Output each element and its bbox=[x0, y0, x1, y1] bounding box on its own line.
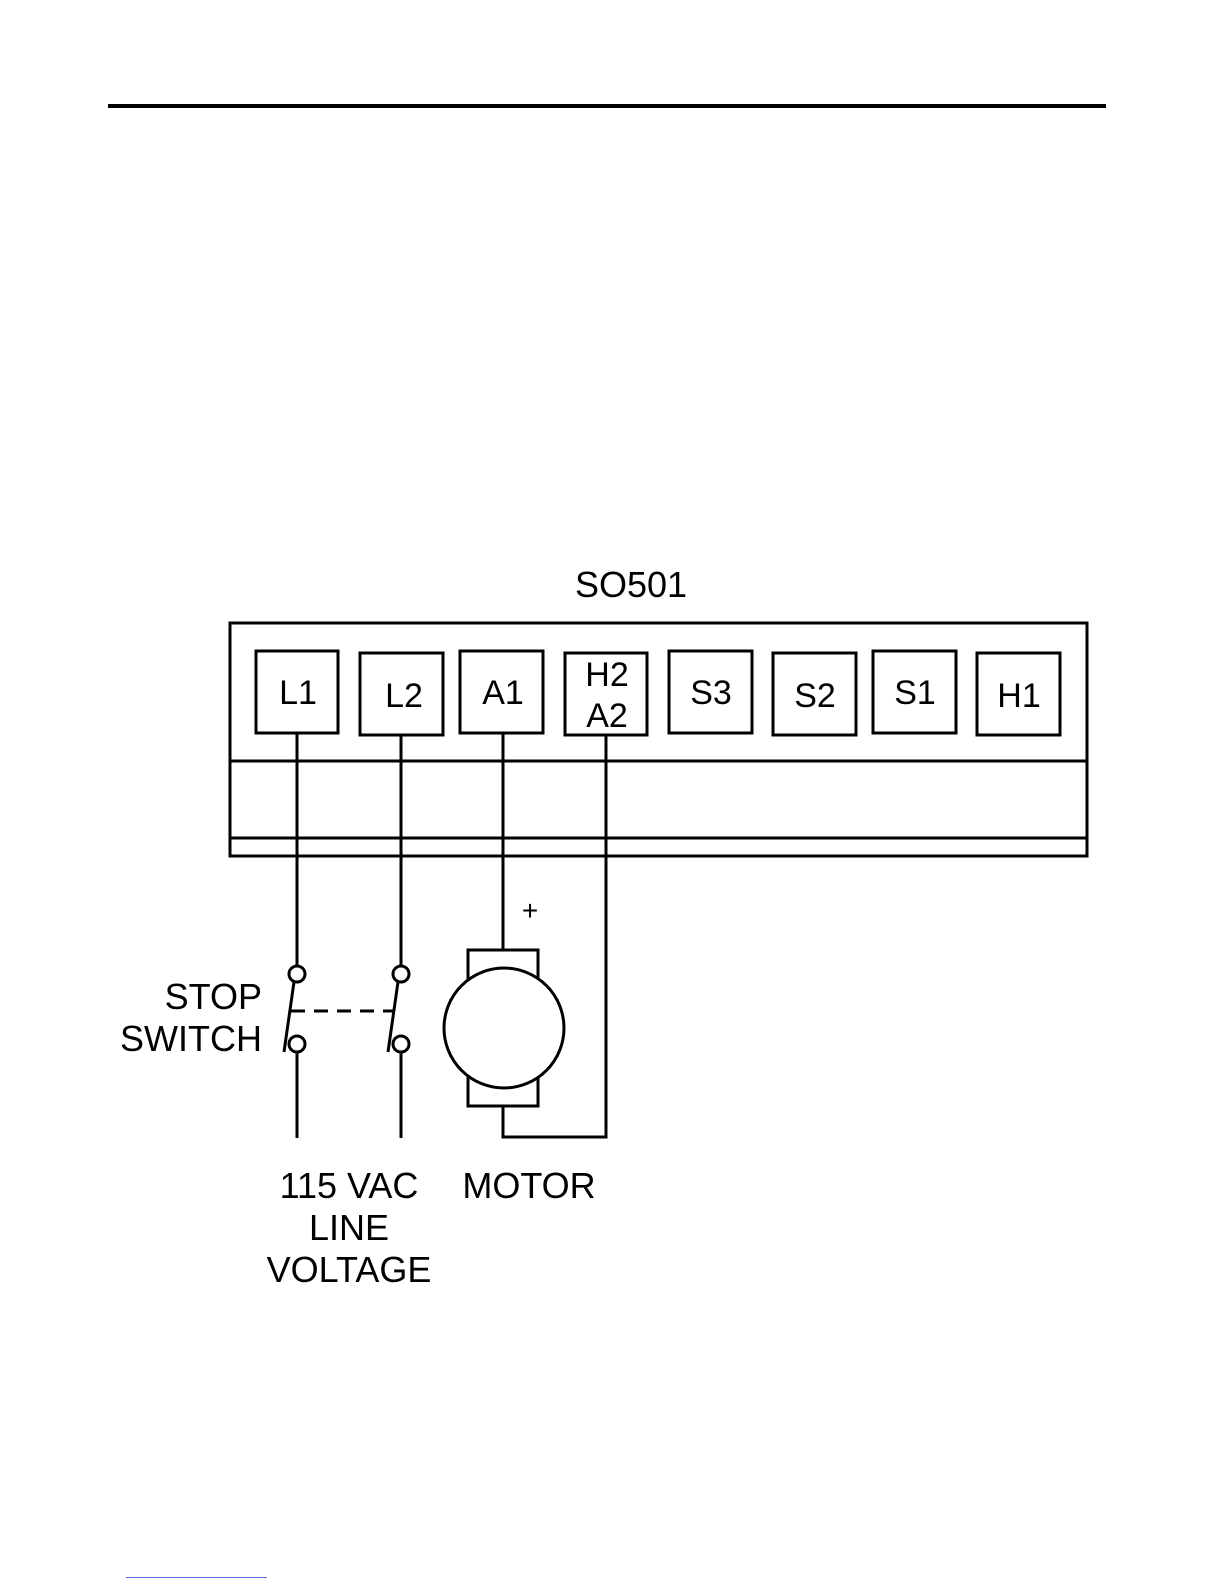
line-voltage-label-line2: LINE bbox=[309, 1207, 389, 1248]
terminal-labels: L1 L2 A1 H2 A2 S3 S2 S1 H1 bbox=[279, 656, 1041, 735]
stop-switch bbox=[284, 966, 409, 1052]
board-title: SO501 bbox=[575, 564, 687, 605]
terminal-label-h1: H1 bbox=[997, 677, 1040, 715]
terminal-label-h2: H2 bbox=[585, 656, 628, 694]
stop-switch-label-line1: STOP bbox=[165, 976, 262, 1017]
motor-symbol bbox=[444, 950, 564, 1106]
terminal-label-s3: S3 bbox=[690, 674, 732, 712]
bottom-edge-link-mark bbox=[126, 1577, 267, 1578]
terminal-label-l2: L2 bbox=[385, 677, 423, 715]
terminal-label-a1: A1 bbox=[482, 674, 524, 712]
terminal-label-s2: S2 bbox=[794, 677, 836, 715]
switch-contact-l2-top bbox=[393, 966, 409, 982]
wires bbox=[297, 733, 606, 1138]
motor-armature bbox=[444, 968, 564, 1088]
motor-label: MOTOR bbox=[462, 1165, 595, 1206]
terminal-label-a2: A2 bbox=[586, 697, 628, 735]
stop-switch-label-line2: SWITCH bbox=[120, 1018, 262, 1059]
terminal-group bbox=[256, 651, 1060, 735]
terminal-label-s1: S1 bbox=[894, 674, 936, 712]
line-voltage-label-line3: VOLTAGE bbox=[267, 1249, 432, 1290]
switch-contact-l2-bottom bbox=[393, 1036, 409, 1052]
line-voltage-label-line1: 115 VAC bbox=[280, 1165, 419, 1206]
switch-contact-l1-bottom bbox=[289, 1036, 305, 1052]
polarity-plus-label: + bbox=[522, 895, 538, 926]
switch-contact-l1-top bbox=[289, 966, 305, 982]
terminal-label-l1: L1 bbox=[279, 674, 317, 712]
